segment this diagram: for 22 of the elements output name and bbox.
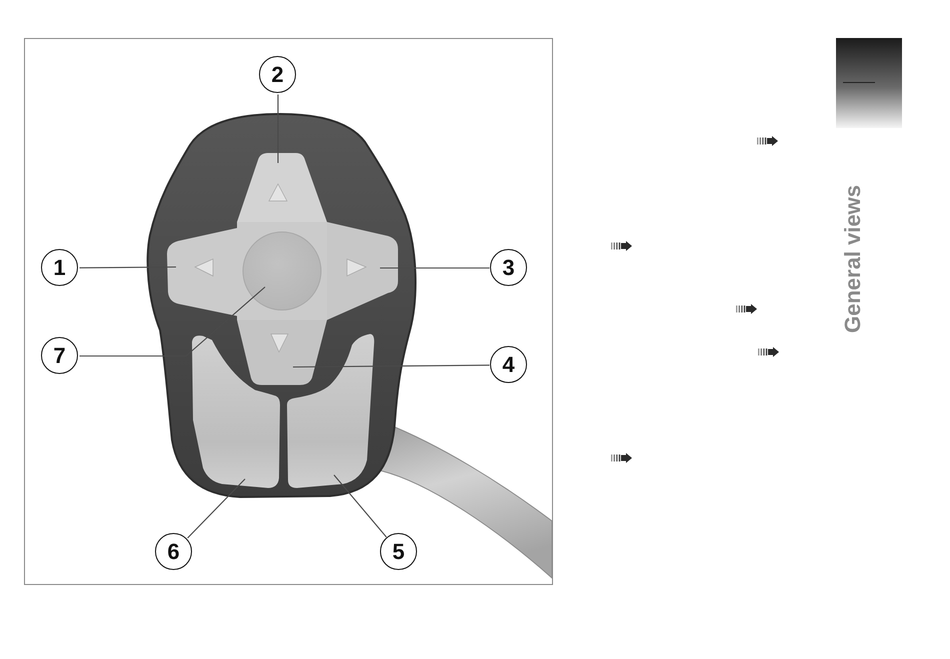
leader-line bbox=[334, 474, 387, 538]
lower-right-key bbox=[287, 334, 374, 488]
callout-number: 6 bbox=[155, 533, 192, 570]
leader-line bbox=[293, 364, 490, 368]
up-key bbox=[237, 153, 327, 222]
right-key bbox=[327, 222, 398, 320]
left-key bbox=[167, 228, 237, 316]
callout-number: 3 bbox=[490, 249, 527, 286]
down-key bbox=[237, 320, 327, 385]
callout-number: 2 bbox=[259, 56, 296, 93]
leader-line bbox=[380, 267, 490, 269]
section-title: General views bbox=[842, 185, 864, 333]
leader-line bbox=[277, 94, 279, 163]
lower-left-key bbox=[192, 336, 280, 488]
center-key bbox=[237, 222, 327, 320]
leader-line bbox=[80, 266, 176, 268]
callout-number: 7 bbox=[41, 337, 78, 374]
callout-number: 4 bbox=[490, 346, 527, 383]
callout-number: 1 bbox=[41, 249, 78, 286]
callout-number: 5 bbox=[380, 533, 417, 570]
leader-line bbox=[80, 286, 266, 357]
leader-line bbox=[187, 478, 246, 538]
